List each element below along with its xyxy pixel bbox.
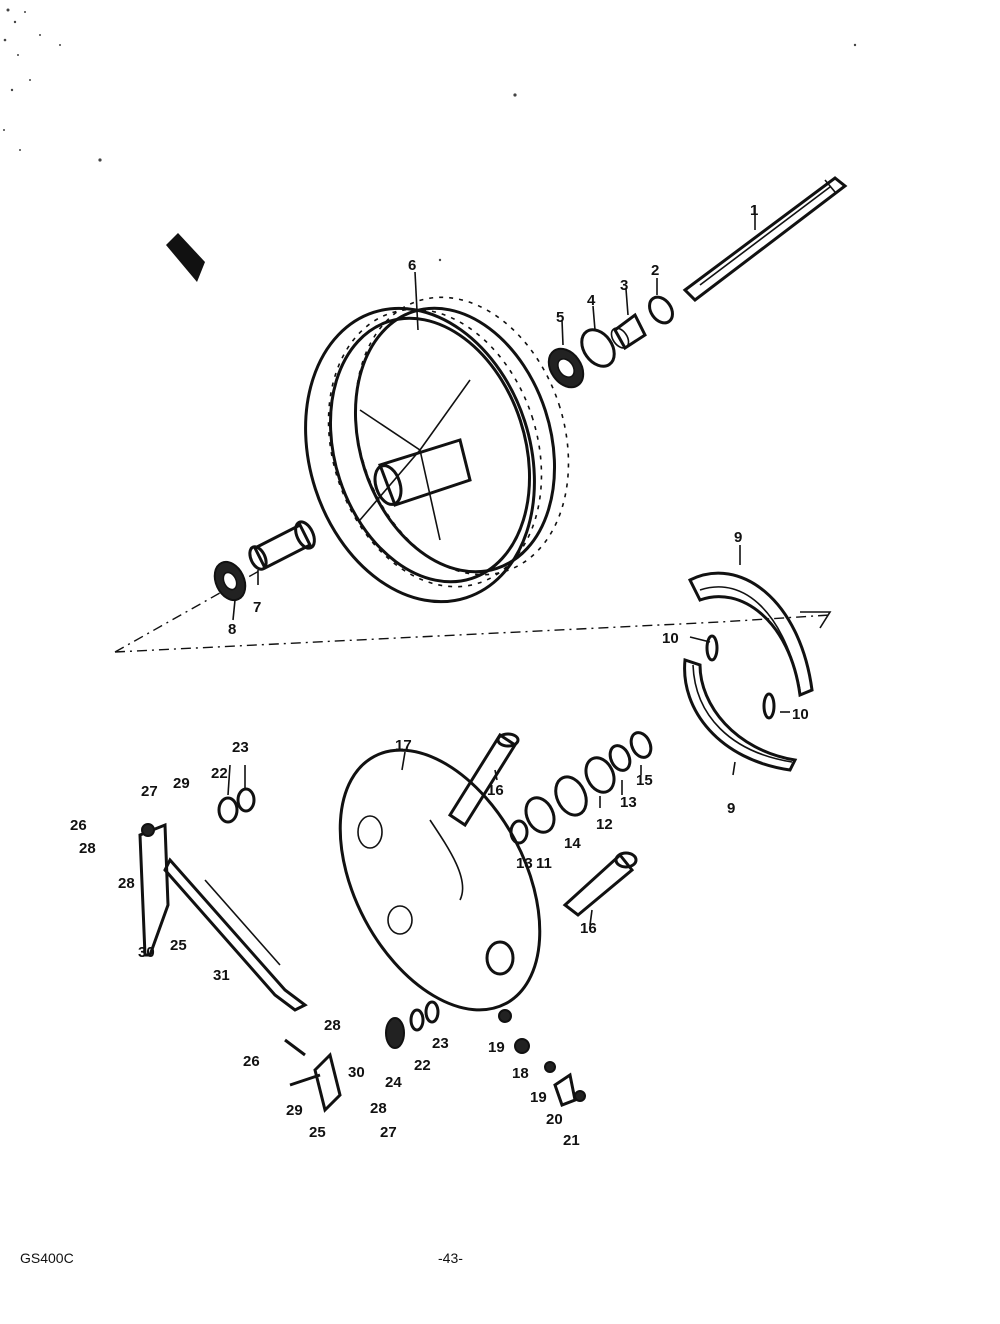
brake-cam-upper	[447, 732, 520, 828]
scan-noise	[3, 8, 857, 262]
callout: 20	[546, 1111, 563, 1128]
washer-14	[554, 775, 588, 817]
callout: 18	[512, 1065, 529, 1082]
nut-18	[514, 1038, 530, 1054]
callout: 26	[243, 1053, 260, 1070]
callout: 30	[138, 944, 155, 961]
brake-cam-lower	[562, 851, 638, 917]
callout: 25	[170, 937, 187, 954]
washer-22-top	[217, 796, 239, 824]
washer-19a	[498, 1009, 512, 1023]
front-axle	[682, 176, 848, 302]
callout: 24	[385, 1074, 402, 1091]
brake-panel	[338, 748, 542, 1012]
direction-arrow-icon	[166, 233, 205, 282]
callout: 1	[750, 202, 758, 219]
spacer	[610, 312, 647, 351]
brake-cam-lever-upper	[138, 822, 170, 957]
bearing	[547, 347, 585, 389]
pin-24	[385, 1017, 405, 1049]
callout: 29	[173, 775, 190, 792]
callout: 7	[253, 599, 261, 616]
circlip-15	[629, 731, 653, 759]
callout: 8	[228, 621, 236, 638]
callout: 3	[620, 277, 628, 294]
hub-spacer	[248, 520, 316, 571]
callout: 12	[596, 816, 613, 833]
callout: 16	[580, 920, 597, 937]
bolt-21	[574, 1090, 586, 1102]
wheel-hub	[359, 379, 472, 541]
brake-spring-upper	[705, 634, 719, 662]
callout: 28	[370, 1100, 387, 1117]
center-line-arrow	[800, 611, 832, 629]
callout: 28	[79, 840, 96, 857]
callout: 22	[414, 1057, 431, 1074]
seal-11	[524, 796, 556, 834]
nut-12	[584, 756, 616, 794]
brake-shoe-lower	[683, 657, 798, 772]
washer	[580, 328, 616, 368]
callout: 30	[348, 1064, 365, 1081]
brake-rod-32	[163, 857, 308, 1012]
callout: 26	[70, 817, 87, 834]
callout: 14	[564, 835, 581, 852]
callout: 29	[286, 1102, 303, 1119]
callout: 17	[395, 737, 412, 754]
callout: 25	[309, 1124, 326, 1141]
callout: 15	[636, 772, 653, 789]
callout: 13	[516, 855, 533, 872]
callout: 19	[530, 1089, 547, 1106]
callout: 27	[141, 783, 158, 800]
bolt-26	[284, 1038, 306, 1057]
brake-shoe-upper	[687, 571, 814, 698]
callout: 28	[118, 875, 135, 892]
callout: 31	[213, 967, 230, 984]
circlip-23-top	[236, 787, 256, 813]
callout: 10	[662, 630, 679, 647]
model-code: GS400C	[20, 1250, 74, 1266]
callout: 21	[563, 1132, 580, 1149]
callout: 5	[556, 309, 564, 326]
callout: 19	[488, 1039, 505, 1056]
circlip-23-bottom	[424, 1000, 440, 1024]
callout: 10	[792, 706, 809, 723]
wheel-rim	[304, 296, 570, 604]
callout: 11	[536, 855, 552, 872]
bolt-29	[289, 1073, 321, 1087]
washer-13b	[608, 744, 632, 772]
callout: 23	[432, 1035, 449, 1052]
callout: 9	[734, 529, 742, 546]
washer-22-bottom	[409, 1008, 425, 1032]
callout: 9	[727, 800, 735, 817]
callout: 27	[380, 1124, 397, 1141]
leader-lines	[227, 205, 790, 926]
callout: 13	[620, 794, 637, 811]
seal-13a	[509, 819, 529, 845]
callout: 4	[587, 292, 596, 309]
callout: 23	[232, 739, 249, 756]
callout-labels: 1 2 3 4 5 6 7 8 9 9 10 10 11 12 13 13 14…	[70, 202, 809, 1149]
callout: 16	[487, 782, 504, 799]
callout: 22	[211, 765, 228, 782]
left-bearing	[213, 560, 247, 602]
callout: 28	[324, 1017, 341, 1034]
brake-cam-lever-lower	[313, 1052, 342, 1113]
axle-center-line	[114, 561, 831, 653]
bracket-20	[553, 1072, 577, 1107]
washer-19b	[544, 1061, 556, 1073]
oil-seal	[648, 295, 674, 325]
brake-spring-lower	[762, 692, 776, 720]
callout: 2	[651, 262, 659, 279]
page-number: -43-	[438, 1250, 463, 1266]
callout: 6	[408, 257, 416, 274]
